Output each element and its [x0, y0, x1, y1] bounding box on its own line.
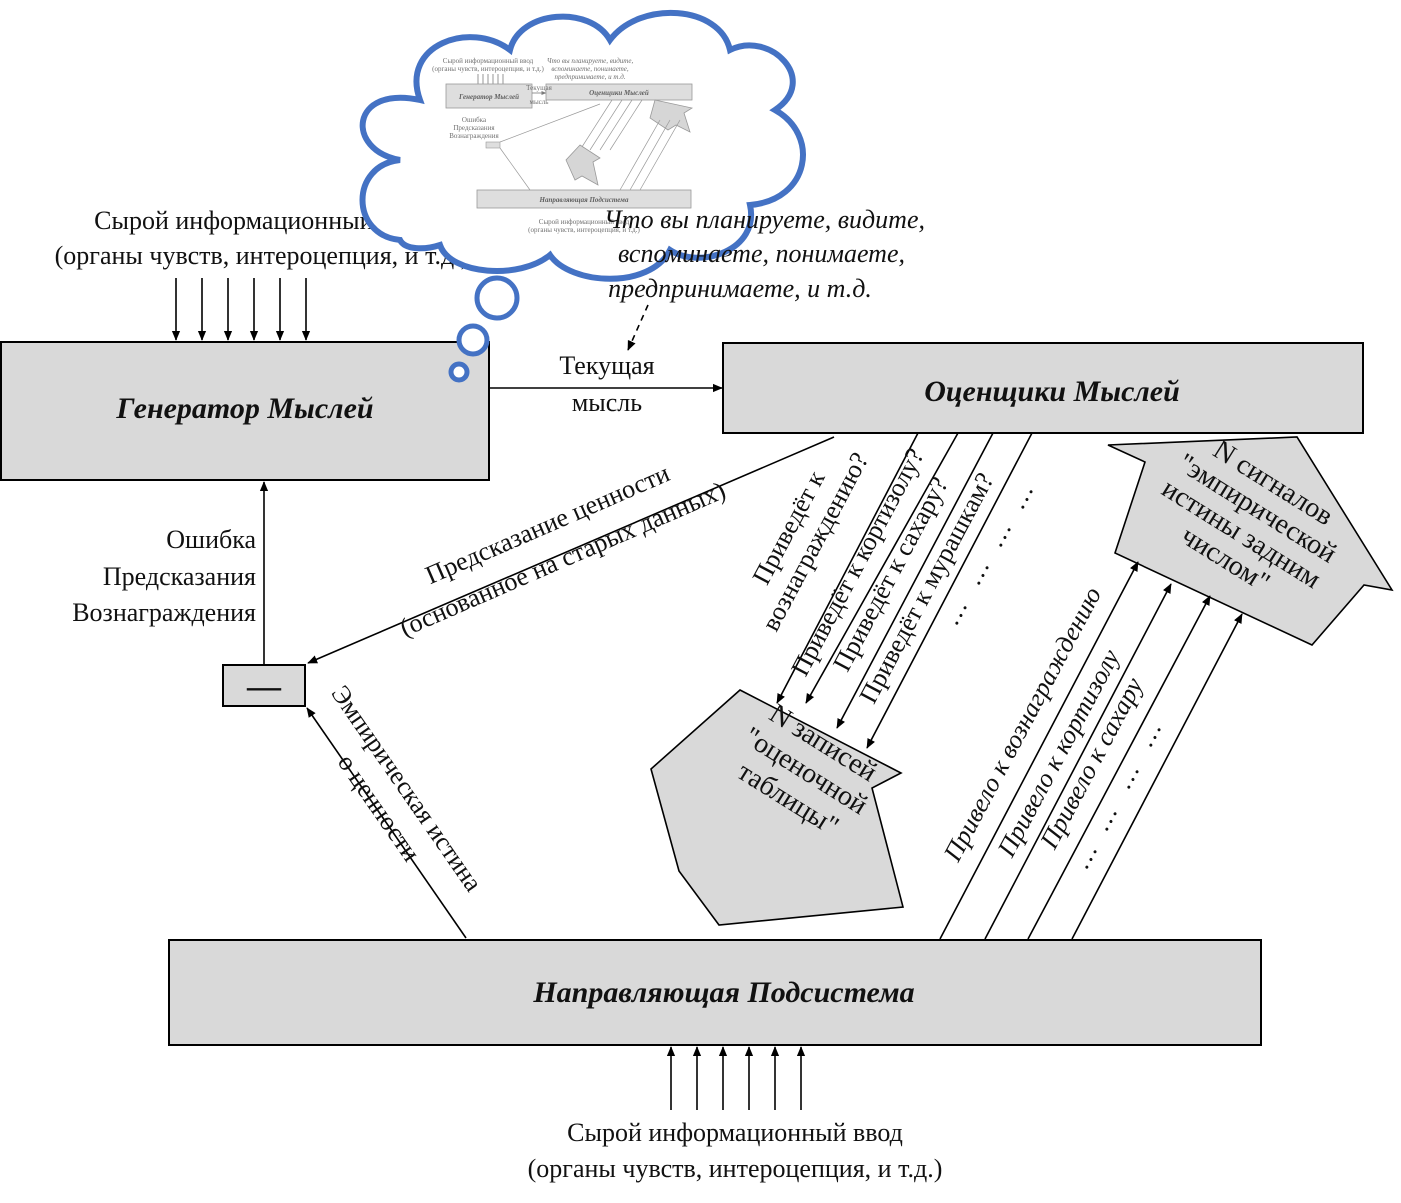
mini-steering-label: Направляющая Подсистема [539, 196, 629, 204]
mini-bottom-input-line1: Сырой информационный ввод [539, 218, 630, 226]
mini-assessors-label: Оценщики Мыслей [589, 89, 649, 97]
rpe-line2: Предсказания [103, 562, 256, 591]
value-prediction-arrow [307, 436, 835, 664]
mini-assessor-lines [579, 99, 643, 151]
mini-note-line1: Что вы планируете, видите, [547, 57, 634, 65]
ground-truth-arrow [306, 707, 467, 939]
steering-subsystem-label: Направляющая Подсистема [532, 976, 914, 1009]
steering-output-arrows [939, 561, 1243, 940]
ellipsis: … [958, 554, 996, 591]
mini-input-line1: Сырой информационный ввод [443, 57, 534, 65]
thought-assessors-box: Оценщики Мыслей [722, 342, 1364, 434]
note-line2: вспоминаете, понимаете, [618, 239, 905, 268]
rpe-line3: Вознаграждения [72, 598, 256, 627]
thought-bubbles [448, 275, 520, 383]
top-input-arrows [171, 278, 311, 341]
cloud-miniature: Сырой информационный ввод (органы чувств… [432, 57, 694, 234]
mini-current-thought-line2: мысль [530, 98, 549, 106]
mini-rpe-line1: Ошибка [462, 116, 487, 124]
bottom-input-arrows [666, 1046, 806, 1110]
current-thought-line2: мысль [572, 388, 642, 417]
thought-assessors-label: Оценщики Мыслей [924, 375, 1180, 408]
ellipsis: … [1086, 800, 1124, 837]
mini-minus-box [485, 141, 501, 149]
top-input-line2: (органы чувств, интероцепция, и т.д.) [55, 241, 470, 270]
mini-note-line2: вспоминаете, понимаете, [551, 65, 629, 73]
minus-box: — [222, 664, 306, 707]
bottom-input-line2: (органы чувств, интероцепция, и т.д.) [528, 1154, 943, 1183]
scorecard-arrow: N записей "оценочной таблицы" [650, 689, 905, 926]
mini-generator-label: Генератор Мыслей [458, 93, 519, 101]
mini-rpe-line3: Вознаграждения [449, 132, 499, 140]
note-dashed-arrow [627, 304, 649, 351]
note-text: Что вы планируете, видите, вспоминаете, … [604, 205, 925, 303]
mini-steering-lines [619, 119, 681, 191]
mini-input-arrows [477, 74, 504, 84]
ellipsis: … [1108, 758, 1146, 795]
mini-input-line2: (органы чувств, интероцепция, и т.д.) [432, 65, 544, 73]
note-line1: Что вы планируете, видите, [604, 205, 925, 234]
bottom-input-line1: Сырой информационный ввод [567, 1118, 903, 1147]
hindsight-arrow: N сигналов "эмпирической истины задним ч… [1107, 434, 1394, 646]
ellipsis: … [1130, 716, 1168, 753]
mini-ground-truth-line [499, 147, 531, 191]
thought-generator-label: Генератор Мыслей [115, 392, 373, 425]
mini-steering-box [476, 189, 692, 209]
assessor-output-labels: Приведёт к вознаграждению? Приведёт к ко… [747, 443, 1040, 708]
mini-rpe-line2: Предсказания [453, 124, 495, 132]
ellipsis: … [936, 594, 974, 631]
ellipsis: … [1002, 478, 1040, 515]
assessor-output-arrows [776, 432, 1033, 749]
steering-subsystem-box: Направляющая Подсистема [168, 939, 1262, 1046]
mini-scorecard-arrow [565, 144, 601, 186]
ellipsis: … [1066, 838, 1104, 875]
mini-bottom-input-line2: (органы чувств, интероцепция, и т.д.) [528, 226, 640, 234]
current-thought-line1: Текущая [559, 351, 654, 380]
ground-truth-label: Эмпирическая истина о ценности [326, 680, 489, 897]
minus-sign: — [246, 668, 282, 705]
steering-output-labels: Привело к вознаграждению Привело к корти… [937, 582, 1167, 874]
rpe-line1: Ошибка [166, 525, 256, 554]
mini-hindsight-arrow [649, 99, 694, 133]
note-line3: предпринимаете, и т.д. [608, 274, 872, 303]
mini-value-prediction-line [499, 103, 601, 143]
mini-current-thought-line1: Текущая [526, 84, 552, 92]
mini-generator-box [445, 83, 533, 109]
thought-generator-box: Генератор Мыслей [0, 341, 490, 481]
mini-note-line3: предпринимаете, и т.д. [554, 73, 625, 81]
